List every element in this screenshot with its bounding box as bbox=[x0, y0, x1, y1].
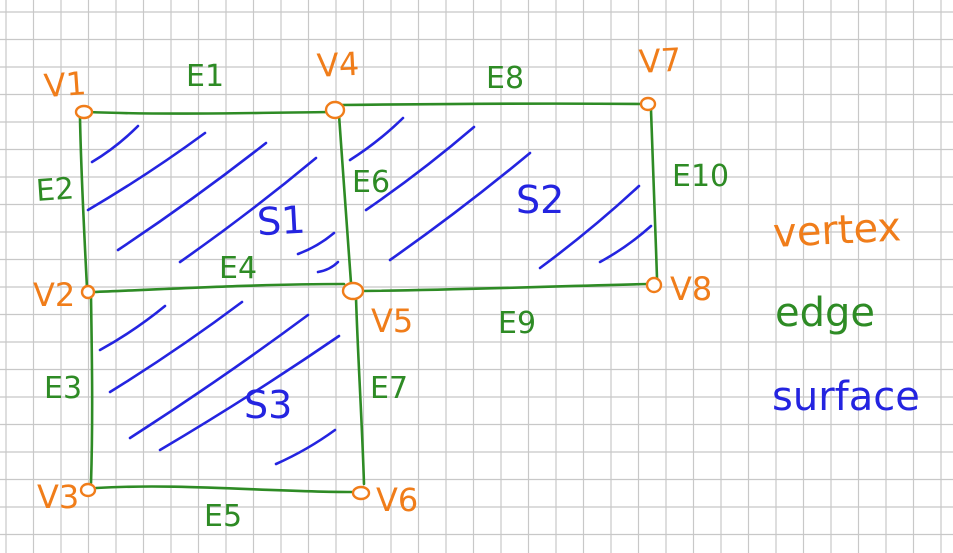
vertex-v7-marker bbox=[639, 96, 657, 112]
edge-e6 bbox=[337, 113, 353, 285]
edge-label-e2: E2 bbox=[35, 171, 75, 209]
edge-label-e3: E3 bbox=[44, 371, 82, 406]
hatch-stroke bbox=[128, 313, 310, 440]
vertices-group bbox=[74, 96, 663, 501]
vertex-label-v1: V1 bbox=[43, 64, 88, 105]
hatch-stroke bbox=[598, 224, 653, 264]
surface-label-s2: S2 bbox=[516, 178, 564, 222]
edge-label-e5: E5 bbox=[204, 499, 242, 534]
hatch-stroke bbox=[86, 131, 207, 212]
hatch-stroke bbox=[364, 125, 476, 212]
edge-e3 bbox=[89, 295, 94, 485]
edges-group bbox=[78, 102, 659, 494]
edge-e4 bbox=[91, 282, 346, 294]
edge-e5 bbox=[94, 485, 354, 494]
hatch-stroke bbox=[158, 334, 341, 452]
surface-hatching bbox=[86, 116, 653, 466]
hatch-stroke bbox=[348, 116, 405, 162]
hatch-stroke bbox=[178, 156, 318, 264]
vertex-label-v6: V6 bbox=[376, 481, 418, 519]
hatch-stroke bbox=[90, 124, 140, 164]
edge-e7 bbox=[354, 296, 366, 486]
hatch-stroke bbox=[274, 428, 337, 466]
surface-label-s3: S3 bbox=[244, 383, 292, 427]
legend-edge: edge bbox=[775, 290, 875, 336]
vertex-v2-marker bbox=[80, 284, 96, 300]
hatch-stroke bbox=[116, 141, 268, 252]
vertex-label-v2: V2 bbox=[33, 276, 75, 314]
hatch-stroke bbox=[108, 300, 244, 394]
legend: vertex edge surface bbox=[772, 204, 920, 420]
legend-vertex: vertex bbox=[772, 204, 902, 257]
hatch-stroke bbox=[98, 304, 167, 352]
edge-label-e8: E8 bbox=[486, 61, 524, 96]
vertex-v3-marker bbox=[79, 482, 97, 498]
edge-label-e10: E10 bbox=[672, 159, 729, 194]
vertex-v5-marker bbox=[341, 281, 365, 301]
edge-e1 bbox=[86, 110, 332, 115]
hatch-stroke bbox=[538, 184, 641, 270]
vertex-v8-marker bbox=[645, 276, 663, 294]
edge-label-e7: E7 bbox=[370, 371, 408, 406]
vertex-label-v5: V5 bbox=[371, 302, 413, 340]
vertex-v1-marker bbox=[74, 104, 94, 120]
edge-e2 bbox=[78, 116, 89, 290]
legend-surface: surface bbox=[772, 374, 920, 420]
vertex-label-v8: V8 bbox=[670, 270, 712, 308]
edge-label-e6: E6 bbox=[352, 165, 390, 200]
edge-e9 bbox=[360, 282, 651, 293]
hatch-stroke bbox=[388, 151, 532, 262]
vertex-v6-marker bbox=[351, 485, 371, 501]
edge-e10 bbox=[649, 108, 659, 280]
surface-label-s1: S1 bbox=[256, 198, 307, 244]
vertex-label-v7: V7 bbox=[638, 41, 682, 81]
vertex-label-v3: V3 bbox=[37, 478, 79, 516]
hatch-stroke bbox=[316, 260, 340, 274]
hatch-stroke bbox=[296, 231, 336, 256]
edge-label-e9: E9 bbox=[498, 306, 536, 341]
edge-e8 bbox=[338, 102, 645, 107]
vertex-v4-marker bbox=[324, 100, 346, 120]
edge-label-e1: E1 bbox=[186, 59, 224, 94]
edge-label-e4: E4 bbox=[219, 251, 257, 286]
vertex-label-v4: V4 bbox=[316, 45, 360, 85]
